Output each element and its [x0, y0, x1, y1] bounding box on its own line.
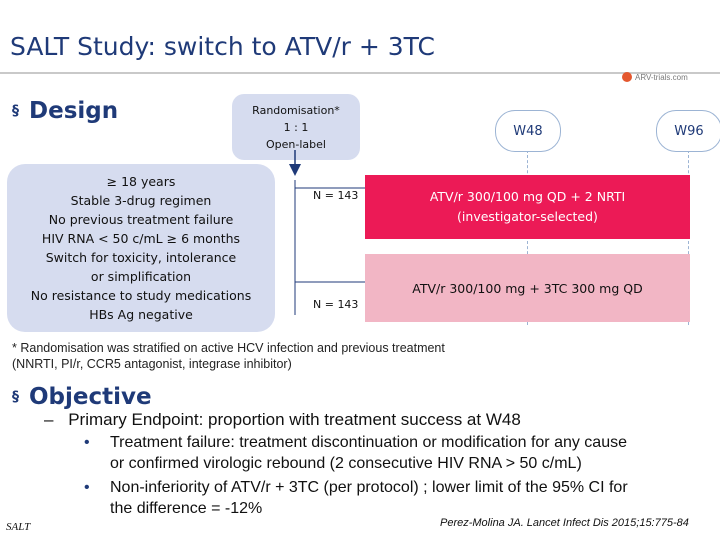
- logo-text: ARV-trials.com: [635, 72, 688, 82]
- randomisation-box: Randomisation* 1 : 1 Open-label: [232, 94, 360, 160]
- arm-atvr-2nrti: ATV/r 300/100 mg QD + 2 NRTI (investigat…: [365, 175, 690, 239]
- arm1-n-label: N = 143: [313, 189, 359, 202]
- criteria-line: Switch for toxicity, intolerance: [45, 250, 237, 265]
- arm2-label: ATV/r 300/100 mg + 3TC 300 mg QD: [412, 280, 643, 296]
- objective-bullet: §: [12, 389, 19, 405]
- study-tag: SALT: [6, 521, 31, 533]
- arv-trials-logo: ARV-trials.com: [622, 70, 714, 84]
- footnote-line: * Randomisation was stratified on active…: [12, 341, 445, 355]
- page-title: SALT Study: switch to ATV/r + 3TC: [10, 32, 435, 61]
- randomisation-footnote: * Randomisation was stratified on active…: [12, 340, 532, 372]
- logo-mark-icon: [622, 72, 632, 82]
- design-heading-text: Design: [29, 98, 119, 124]
- design-bullet: §: [12, 103, 19, 119]
- failure-line: Treatment failure: treatment discontinua…: [110, 434, 627, 451]
- arm2-n-label: N = 143: [313, 298, 359, 311]
- criteria-line: or simplification: [90, 269, 192, 284]
- design-heading: § Design: [12, 98, 118, 124]
- week-marker-w48: W48: [495, 110, 561, 152]
- endpoint-text: Primary Endpoint: proportion with treatm…: [68, 410, 521, 429]
- footnote-line: (NNRTI, PI/r, CCR5 antagonist, integrase…: [12, 357, 292, 371]
- sub-bullet-dot: •: [84, 434, 90, 451]
- inclusion-criteria-box: ≥ 18 years Stable 3-drug regimen No prev…: [7, 164, 275, 332]
- objective-heading: § Objective: [12, 384, 152, 410]
- failure-line: or confirmed virologic rebound (2 consec…: [110, 455, 582, 472]
- title-divider: [0, 72, 720, 74]
- randomisation-line: Randomisation*: [252, 103, 340, 117]
- primary-endpoint: – Primary Endpoint: proportion with trea…: [44, 410, 521, 430]
- sub-bullet-failure: • Treatment failure: treatment discontin…: [84, 432, 627, 474]
- randomisation-line: 1 : 1: [283, 120, 309, 134]
- noninferiority-line: Non-inferiority of ATV/r + 3TC (per prot…: [110, 479, 628, 496]
- objective-heading-text: Objective: [29, 384, 152, 410]
- reference-citation: Perez-Molina JA. Lancet Infect Dis 2015;…: [440, 517, 689, 529]
- criteria-line: HBs Ag negative: [89, 307, 193, 322]
- randomisation-bracket: [289, 150, 365, 315]
- criteria-line: HIV RNA < 50 c/mL ≥ 6 months: [41, 231, 241, 246]
- sub-bullet-noninferiority: • Non-inferiority of ATV/r + 3TC (per pr…: [84, 477, 628, 519]
- sub-bullet-dot: •: [84, 479, 90, 496]
- week-marker-w96: W96: [656, 110, 720, 152]
- endpoint-dash: –: [44, 410, 54, 429]
- criteria-line: No resistance to study medications: [30, 288, 252, 303]
- arm1-line: (investigator-selected): [457, 209, 598, 224]
- criteria-line: No previous treatment failure: [48, 212, 234, 227]
- criteria-line: Stable 3-drug regimen: [70, 193, 212, 208]
- criteria-line: ≥ 18 years: [106, 174, 176, 189]
- arm1-line: ATV/r 300/100 mg QD + 2 NRTI: [429, 189, 626, 204]
- arm-atvr-3tc: ATV/r 300/100 mg + 3TC 300 mg QD: [365, 254, 690, 322]
- randomisation-line: Open-label: [266, 137, 326, 151]
- noninferiority-line: the difference = -12%: [110, 500, 263, 517]
